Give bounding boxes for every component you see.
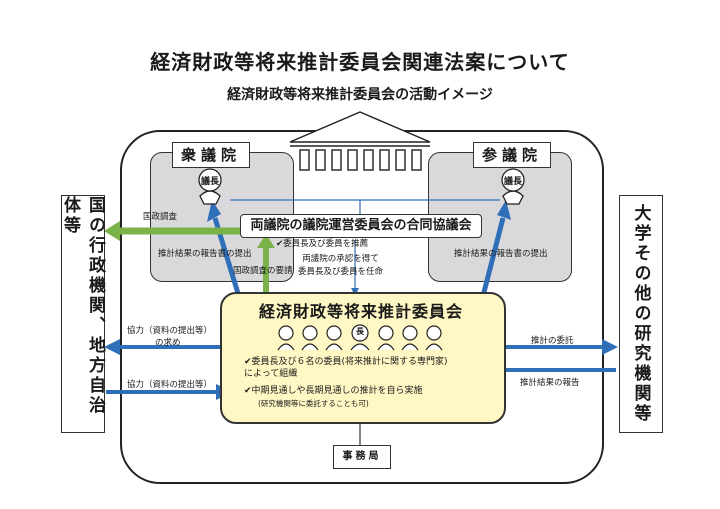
national-survey-arrow (104, 221, 240, 241)
committee-box (220, 292, 506, 424)
national-survey-label: 国政調査 (143, 212, 178, 222)
cooperation-request-label-1: 協力（資料の提出等） (127, 326, 213, 336)
cooperation-label: 協力（資料の提出等） (127, 380, 213, 390)
house-of-councillors-label: 参議院 (473, 142, 551, 168)
member-icon (401, 325, 419, 351)
committee-bullet-1: ✔委員長及び６名の委員(将来推計に関する専門家) によって組織 (244, 357, 448, 379)
check-icon: ✔ (276, 239, 284, 249)
member-icon (425, 325, 443, 351)
committee-bullet-2-note: (研究機関等に委託することも可) (258, 399, 369, 408)
research-institutions-box: 大学その他の研究機関等 (619, 195, 663, 433)
connection-lines (230, 199, 500, 214)
report-arrow-right (479, 200, 511, 301)
outsourcing-label: 推計の委託 (531, 336, 574, 346)
member-icon (377, 325, 395, 351)
chair-figure-right (501, 168, 525, 205)
check-icon: ✔ (244, 386, 252, 396)
survey-request-arrow (257, 234, 275, 298)
chair-figure-left (198, 168, 222, 205)
committee-name: 経済財政等将来推計委員会 (258, 302, 463, 321)
chair-label-right: 議長 (503, 177, 522, 187)
result-report-label: 推計結果の報告 (520, 378, 580, 388)
approval-note: 両議院の承認を得て 委員長及び委員を任命 (298, 254, 384, 277)
member-icon (301, 325, 319, 351)
page-title: 経済財政等将来推計委員会関連法案について (150, 50, 570, 74)
member-icon (277, 325, 295, 351)
administrative-agencies-box: 国の行政機関、地方自治体等 (60, 195, 105, 433)
cooperation-request-arrow (104, 339, 232, 355)
report-submit-right-label: 推計結果の報告書の提出 (454, 249, 548, 259)
page-subtitle: 経済財政等将来推計委員会の活動イメージ (227, 87, 493, 103)
house-of-representatives-label: 衆議院 (172, 142, 250, 168)
report-submit-left-label: 推計結果の報告書の提出 (158, 249, 252, 259)
member-icon (325, 325, 343, 351)
survey-request-label: 国政調査の要請 (233, 266, 293, 276)
committee-bullet-2: ✔中期見通しや長期見通しの推計を自ら実施 (244, 386, 423, 396)
check-icon: ✔ (244, 357, 252, 367)
committee-members (277, 324, 443, 351)
cooperation-request-label-2: の求め (155, 338, 181, 348)
joint-council-name: 両議院の議院運営委員会の合同協議会 (250, 218, 472, 233)
joint-council-note: ✔委員長及び委員を推薦 (276, 239, 369, 249)
outsourcing-arrow (492, 339, 618, 355)
secretariat-box: 事務局 (333, 445, 391, 469)
diet-building-icon (289, 111, 431, 171)
chair-mark: 長 (356, 327, 364, 336)
chair-member-icon (350, 324, 370, 351)
chair-label-left: 議長 (200, 177, 219, 187)
joint-council-box: 両議院の議院運営委員会の合同協議会 (240, 214, 482, 238)
